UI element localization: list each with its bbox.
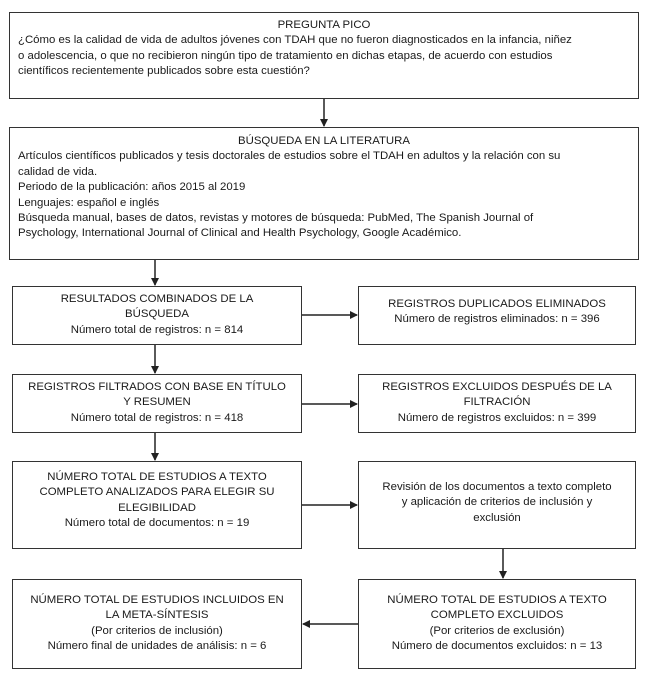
search-line: Artículos científicos publicados y tesis… [18,150,561,163]
search-title: BÚSQUEDA EN LA LITERATURA [238,135,410,147]
excluded-full-criteria: (Por criterios de exclusión) [429,624,565,637]
included-criteria: (Por criterios de inclusión) [91,624,223,637]
pico-title: PREGUNTA PICO [277,19,371,31]
included-count: Número final de unidades de análisis: n … [47,640,267,653]
filtered-title: REGISTROS FILTRADOS CON BASE EN TÍTULO [28,381,286,393]
combined-results-box: RESULTADOS COMBINADOS DE LA BÚSQUEDA Núm… [12,286,302,345]
filtered-title: Y RESUMEN [123,396,191,409]
fulltext-title: ELEGIBILIDAD [118,501,196,514]
filtered-records-box: REGISTROS FILTRADOS CON BASE EN TÍTULO Y… [12,374,302,433]
search-line: Lenguajes: español e inglés [18,196,160,209]
excluded-after-title: FILTRACIÓN [463,396,531,409]
combined-title: RESULTADOS COMBINADOS DE LA [60,293,254,305]
search-line: Periodo de la publicación: años 2015 al … [18,181,246,194]
filtered-count: Número total de registros: n = 418 [70,411,244,424]
duplicates-count: Número de registros eliminados: n = 396 [394,313,600,326]
fulltext-count: Número total de documentos: n = 19 [64,517,250,530]
pico-line: científicos recientemente publicados sob… [18,65,310,78]
search-line: Psychology, International Journal of Cli… [18,227,462,240]
review-line: y aplicación de criterios de inclusión y [401,496,593,509]
fulltext-title: COMPLETO ANALIZADOS PARA ELEGIR SU [39,486,275,499]
pico-line: o adolescencia, o que no recibieron ning… [18,49,553,62]
review-line: Revisión de los documentos a texto compl… [382,481,612,493]
excluded-fulltext-box: NÚMERO TOTAL DE ESTUDIOS A TEXTO COMPLET… [358,579,636,669]
combined-title: BÚSQUEDA [125,308,189,321]
excluded-after-filtering-box: REGISTROS EXCLUIDOS DESPUÉS DE LA FILTRA… [358,374,636,433]
fulltext-title: NÚMERO TOTAL DE ESTUDIOS A TEXTO [47,471,267,483]
search-line: Búsqueda manual, bases de datos, revista… [18,212,534,225]
excluded-after-title: REGISTROS EXCLUIDOS DESPUÉS DE LA [382,381,612,393]
duplicates-title: REGISTROS DUPLICADOS ELIMINADOS [388,298,606,310]
included-studies-box: NÚMERO TOTAL DE ESTUDIOS INCLUIDOS EN LA… [12,579,302,669]
combined-count: Número total de registros: n = 814 [70,323,244,336]
fulltext-analyzed-box: NÚMERO TOTAL DE ESTUDIOS A TEXTO COMPLET… [12,461,302,549]
pico-question-box: PREGUNTA PICO ¿Cómo es la calidad de vid… [9,12,639,99]
excluded-full-title: COMPLETO EXCLUIDOS [430,609,564,622]
included-title: NÚMERO TOTAL DE ESTUDIOS INCLUIDOS EN [30,594,284,606]
excluded-after-count: Número de registros excluidos: n = 399 [397,411,597,424]
included-title: LA META-SÍNTESIS [105,609,209,622]
excluded-full-count: Número de documentos excluidos: n = 13 [391,640,603,653]
review-line: exclusión [473,511,521,524]
search-line: calidad de vida. [18,165,98,178]
duplicates-removed-box: REGISTROS DUPLICADOS ELIMINADOS Número d… [358,286,636,345]
excluded-full-title: NÚMERO TOTAL DE ESTUDIOS A TEXTO [387,594,607,606]
pico-line: ¿Cómo es la calidad de vida de adultos j… [18,34,572,47]
fulltext-review-box: Revisión de los documentos a texto compl… [358,461,636,549]
literature-search-box: BÚSQUEDA EN LA LITERATURA Artículos cien… [9,127,639,260]
